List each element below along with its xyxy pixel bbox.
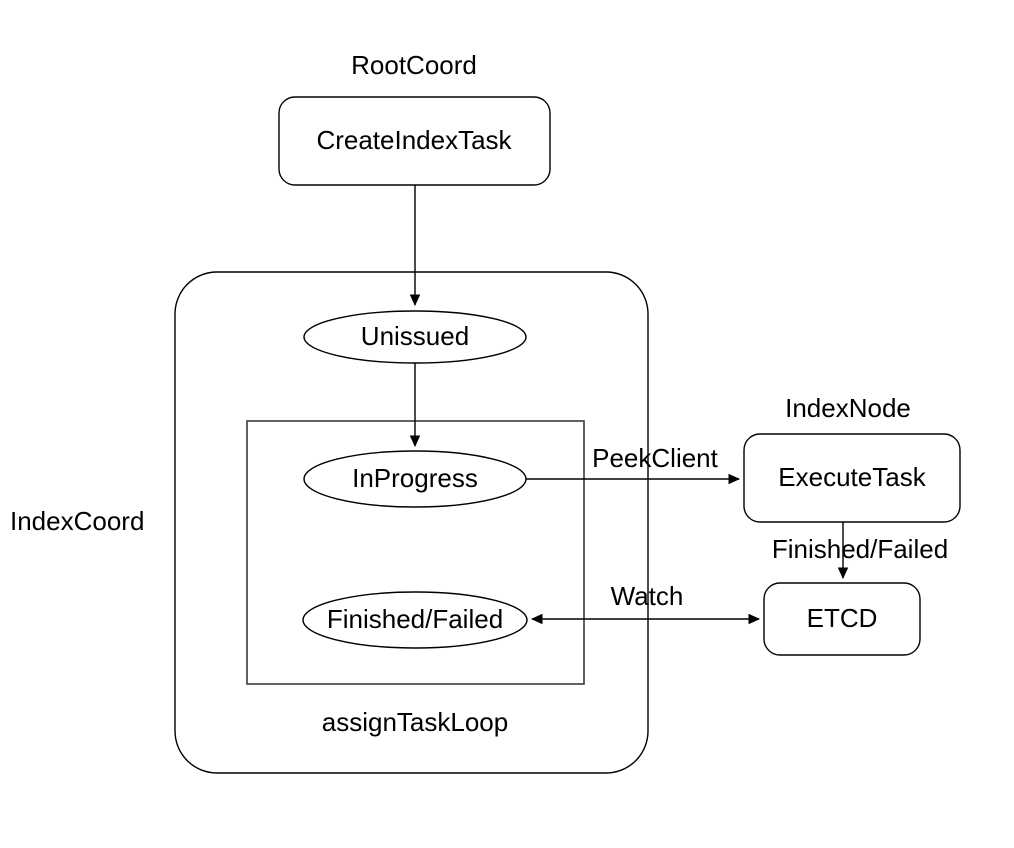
node-execute-task-label: ExecuteTask xyxy=(778,462,926,492)
node-finished-failed-state-label: Finished/Failed xyxy=(327,604,503,634)
node-unissued-shape[interactable] xyxy=(303,310,527,364)
node-in-progress[interactable]: InProgress xyxy=(303,450,527,508)
node-etcd-label: ETCD xyxy=(807,603,878,633)
node-unissued[interactable]: Unissued xyxy=(303,310,527,364)
node-create-index-task-label: CreateIndexTask xyxy=(316,125,512,155)
node-execute-task-shape[interactable] xyxy=(743,433,961,523)
group-rootcoord-label: RootCoord xyxy=(351,50,477,80)
edge-label-peekclient: PeekClient xyxy=(592,443,719,473)
node-create-index-task[interactable]: CreateIndexTask xyxy=(278,96,551,186)
node-unissued-label: Unissued xyxy=(361,321,469,351)
node-create-index-task-shape[interactable] xyxy=(278,96,551,186)
node-finished-failed-state[interactable]: Finished/Failed xyxy=(302,591,528,649)
edge-label-watch: Watch xyxy=(611,581,684,611)
group-assigntaskloop-label: assignTaskLoop xyxy=(322,707,508,737)
node-etcd[interactable]: ETCD xyxy=(763,582,921,656)
edge-label-finished-failed: Finished/Failed xyxy=(772,534,948,564)
node-finished-failed-state-shape[interactable] xyxy=(302,591,528,649)
node-etcd-shape[interactable] xyxy=(763,582,921,656)
group-indexcoord: IndexCoord xyxy=(10,271,649,774)
node-execute-task[interactable]: ExecuteTask xyxy=(743,433,961,523)
group-indexnode-label: IndexNode xyxy=(785,393,911,423)
group-indexcoord-label: IndexCoord xyxy=(10,506,144,536)
node-in-progress-shape[interactable] xyxy=(303,450,527,508)
node-in-progress-label: InProgress xyxy=(352,463,478,493)
group-indexcoord-border xyxy=(174,271,649,774)
